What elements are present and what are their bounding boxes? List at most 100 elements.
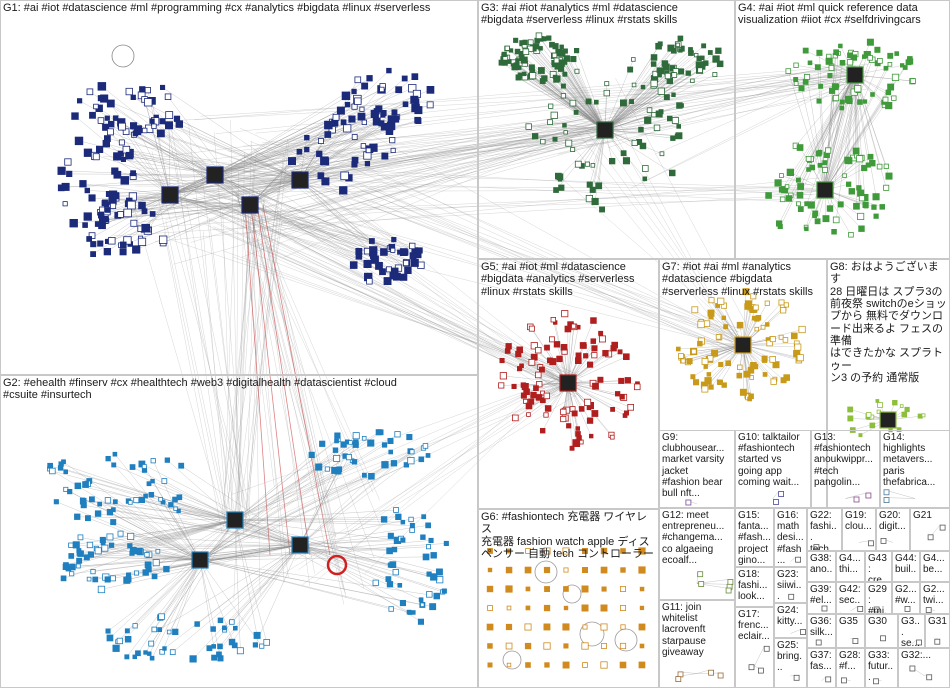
group-panel-g28: G28: #f... bbox=[836, 648, 865, 688]
edge bbox=[120, 179, 301, 215]
edge bbox=[214, 174, 374, 256]
edge bbox=[234, 438, 365, 521]
graph-node bbox=[845, 157, 853, 165]
edge bbox=[854, 74, 914, 82]
edge bbox=[167, 459, 236, 521]
edge bbox=[604, 70, 700, 131]
group-label: G23: siiwi... bbox=[777, 569, 802, 603]
edge bbox=[111, 519, 236, 546]
graph-node bbox=[397, 583, 403, 588]
group-ring bbox=[502, 650, 522, 670]
graph-node bbox=[868, 540, 874, 547]
edge bbox=[144, 130, 216, 176]
graph-node bbox=[528, 64, 535, 71]
group-label: G2... #w... bbox=[895, 584, 917, 607]
edge bbox=[214, 174, 415, 264]
graph-node bbox=[543, 392, 550, 400]
graph-node bbox=[176, 494, 183, 501]
graph-node bbox=[407, 457, 415, 465]
graph-node bbox=[387, 562, 394, 568]
cross-edge bbox=[319, 212, 737, 349]
graph-node bbox=[873, 213, 879, 219]
graph-node bbox=[426, 86, 435, 94]
edge bbox=[824, 74, 856, 170]
graph-node bbox=[802, 47, 809, 54]
edge bbox=[98, 513, 301, 546]
graph-node bbox=[796, 144, 804, 151]
graph-node bbox=[758, 667, 764, 674]
graph-node bbox=[426, 101, 434, 109]
edge bbox=[299, 471, 339, 546]
cross-edge bbox=[194, 191, 555, 377]
edge bbox=[536, 46, 606, 131]
graph-node bbox=[506, 662, 512, 668]
graph-node bbox=[609, 157, 616, 165]
graph-node bbox=[739, 388, 747, 396]
graph-node bbox=[113, 170, 122, 179]
graph-node bbox=[61, 182, 70, 191]
graph-node bbox=[704, 377, 712, 385]
graph-node bbox=[111, 462, 117, 468]
edge bbox=[604, 129, 673, 174]
graph-node bbox=[124, 636, 132, 643]
graph-node bbox=[879, 204, 886, 210]
edge bbox=[199, 559, 433, 607]
graph-node bbox=[839, 105, 845, 111]
edge bbox=[104, 98, 251, 206]
graph-node bbox=[540, 427, 546, 434]
edge bbox=[175, 499, 236, 521]
edge bbox=[133, 204, 251, 224]
graph-node bbox=[536, 380, 543, 388]
graph-node bbox=[380, 110, 387, 117]
edge bbox=[169, 194, 392, 248]
graph-node bbox=[149, 655, 155, 661]
graph-node bbox=[118, 139, 125, 146]
graph-node bbox=[546, 35, 552, 41]
edge bbox=[824, 90, 833, 191]
cross-edge bbox=[230, 133, 601, 178]
hub-node bbox=[596, 121, 614, 139]
group-label: G32:... bbox=[901, 650, 932, 661]
graph-node bbox=[707, 50, 713, 55]
graph-node bbox=[858, 433, 863, 438]
edge bbox=[70, 519, 236, 546]
edge bbox=[199, 556, 427, 561]
edge bbox=[567, 326, 575, 384]
graph-node bbox=[786, 168, 794, 177]
graph-node bbox=[869, 422, 876, 429]
cross-edge bbox=[246, 251, 554, 370]
group-panel-g4x: G4... thi... bbox=[836, 551, 865, 582]
edge bbox=[299, 544, 393, 565]
edge bbox=[129, 179, 301, 202]
graph-node bbox=[333, 454, 341, 462]
cross-edge bbox=[246, 203, 256, 491]
graph-node bbox=[340, 441, 347, 448]
edge bbox=[101, 174, 216, 210]
graph-node bbox=[842, 173, 847, 178]
graph-node bbox=[778, 186, 785, 193]
graph-node bbox=[539, 366, 545, 373]
graph-node bbox=[638, 566, 646, 574]
graph-node bbox=[76, 557, 83, 564]
graph-node bbox=[560, 83, 566, 89]
edge bbox=[696, 672, 719, 674]
cross-edge bbox=[228, 119, 606, 152]
graph-node bbox=[582, 624, 588, 630]
edge bbox=[566, 58, 606, 131]
graph-node bbox=[650, 54, 658, 61]
graph-node bbox=[399, 248, 408, 257]
graph-node bbox=[71, 112, 79, 120]
graph-node bbox=[544, 662, 550, 668]
graph-node bbox=[430, 552, 437, 559]
group-ring bbox=[111, 44, 135, 68]
edge bbox=[113, 509, 301, 546]
edge bbox=[567, 324, 571, 384]
graph-node bbox=[676, 102, 683, 109]
graph-node bbox=[527, 39, 534, 46]
cross-edge bbox=[169, 123, 250, 512]
graph-node bbox=[676, 124, 681, 129]
graph-node bbox=[858, 195, 865, 202]
group-panel-g24: G24: kitty... bbox=[774, 603, 807, 638]
group-panel-g44: G44: buil... bbox=[892, 551, 920, 582]
graph-node bbox=[678, 353, 684, 359]
